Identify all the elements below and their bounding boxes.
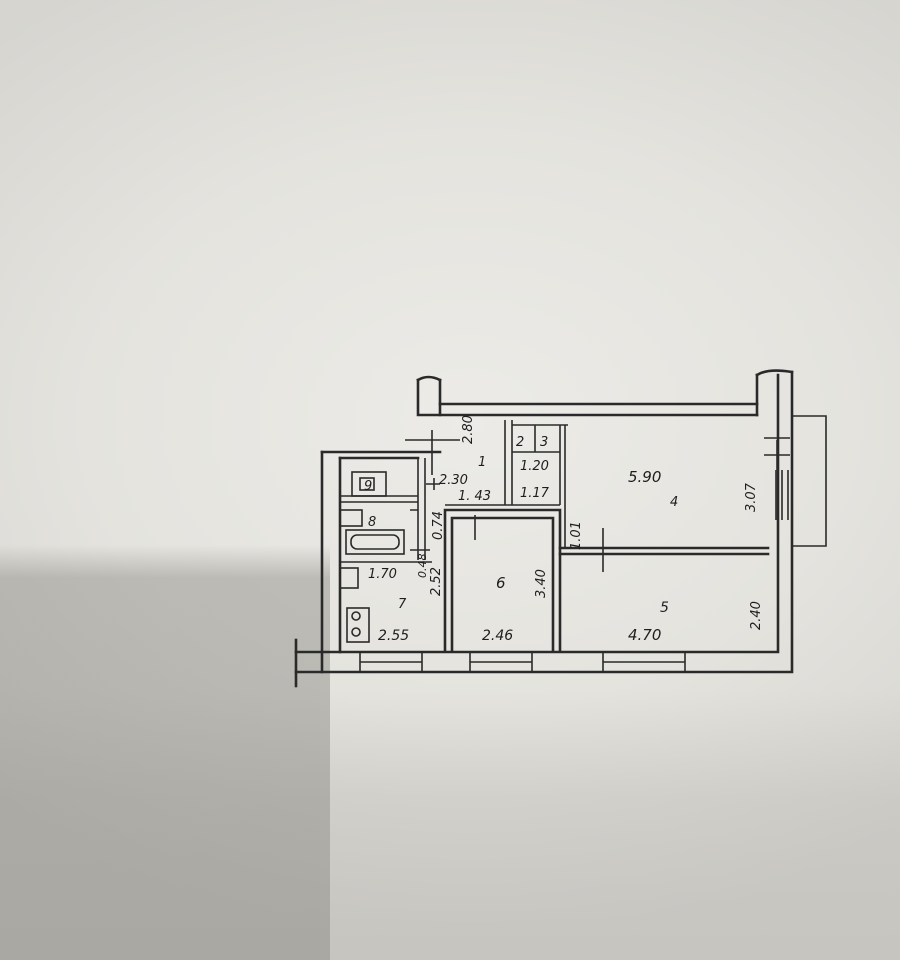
room-7-label: 7 xyxy=(398,597,407,612)
dim-2-80: 2.80 xyxy=(461,415,476,444)
dim-2-46: 2.46 xyxy=(482,628,513,644)
room-5-label: 5 xyxy=(660,600,669,616)
room-6-label: 6 xyxy=(496,574,506,592)
dim-1-20: 1.20 xyxy=(520,459,549,474)
windows xyxy=(359,651,686,673)
dim-3-07: 3.07 xyxy=(744,482,759,512)
dim-4-70: 4.70 xyxy=(628,626,661,644)
dim-0-74: 0.74 xyxy=(431,511,446,540)
dim-5-90: 5.90 xyxy=(628,468,661,486)
dim-1-01: 1.01 xyxy=(569,521,584,550)
dim-3-40: 3.40 xyxy=(534,569,549,598)
dim-1-70: 1.70 xyxy=(368,567,397,582)
room-3-label: 3 xyxy=(540,435,548,450)
dim-2-55: 2.55 xyxy=(378,628,409,644)
dim-1-17: 1.17 xyxy=(520,486,550,501)
balcony xyxy=(764,415,827,547)
room-4-label: 4 xyxy=(670,495,678,510)
fixtures xyxy=(339,471,405,643)
dim-1-43: 1. 43 xyxy=(458,489,491,504)
dim-2-52: 2.52 xyxy=(429,567,444,596)
room-8-label: 8 xyxy=(368,515,376,530)
interior-walls xyxy=(340,420,770,652)
dim-2-40: 2.40 xyxy=(749,601,764,630)
room-9-label: 9 xyxy=(364,479,372,494)
outer-walls xyxy=(294,369,794,688)
room-2-label: 2 xyxy=(516,435,524,450)
labels: 2.80 1 2.30 1. 43 2 3 1.20 1.17 5.90 4 3… xyxy=(364,415,764,644)
dim-0-48: 0.48 xyxy=(416,554,429,579)
dim-2-30: 2.30 xyxy=(439,473,468,488)
room-1-label: 1 xyxy=(478,455,486,470)
